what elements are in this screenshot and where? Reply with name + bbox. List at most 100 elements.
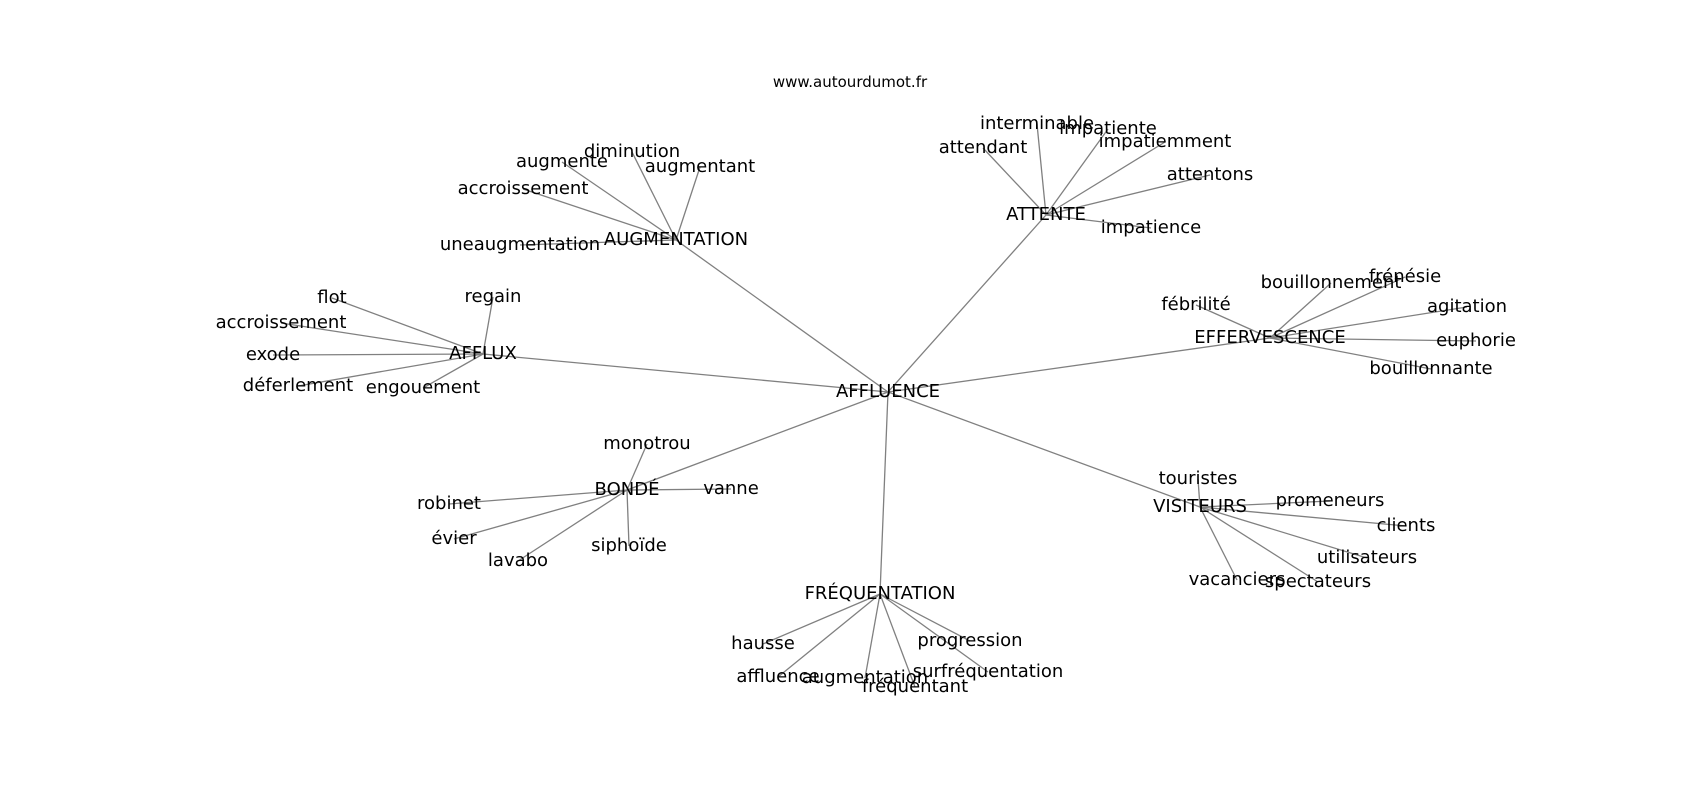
leaf-node: impatience [1101, 217, 1202, 238]
edge-hub-leaf [879, 593, 989, 673]
edge-hub-leaf [1269, 337, 1432, 370]
leaf-node: agitation [1427, 296, 1507, 317]
graph-edges [272, 123, 1477, 688]
edge-hub-leaf [1045, 214, 1152, 229]
leaf-node: progression [917, 630, 1022, 651]
source-url: www.autourdumot.fr [773, 73, 928, 91]
edge-hub-leaf [1269, 276, 1406, 339]
edge-center-hub [675, 239, 889, 393]
edge-hub-leaf [1195, 304, 1271, 339]
leaf-node: hausse [731, 633, 795, 654]
leaf-node: accroissement [216, 312, 347, 333]
edge-hub-leaf [982, 147, 1047, 216]
leaf-node: fébrilité [1161, 294, 1230, 315]
hub-node: EFFERVESCENCE [1194, 327, 1345, 348]
leaf-node: regain [465, 286, 522, 307]
leaf-node: bouillonnante [1369, 358, 1492, 379]
leaf-node: touristes [1159, 468, 1238, 489]
leaf-node: déferlement [243, 375, 353, 396]
edge-hub-leaf [1199, 506, 1319, 583]
leaf-node: évier [431, 528, 477, 549]
edge-hub-leaf [519, 239, 677, 246]
edge-hub-leaf [448, 489, 628, 505]
edge-hub-leaf [331, 297, 484, 355]
leaf-node: lavabo [488, 550, 548, 571]
leaf-node: impatiente [1059, 118, 1157, 139]
leaf-node: accroissement [458, 178, 589, 199]
leaf-node: flot [317, 287, 346, 308]
edge-hub-leaf [879, 593, 971, 642]
leaf-node: diminution [584, 141, 680, 162]
leaf-node: siphoïde [591, 535, 667, 556]
hub-node: FRÉQUENTATION [805, 582, 956, 604]
edge-hub-leaf [1045, 174, 1211, 216]
leaf-node: augmentation [802, 667, 928, 688]
edge-hub-leaf [864, 593, 881, 679]
edge-hub-leaf [1199, 506, 1407, 527]
edge-hub-leaf [626, 443, 648, 491]
leaf-node: monotrou [603, 433, 690, 454]
edge-hub-leaf [626, 489, 630, 547]
edge-hub-leaf [1269, 282, 1332, 339]
leaf-node: impatiemment [1099, 131, 1232, 152]
edge-hub-leaf [626, 488, 732, 491]
leaf-node: vacanciers [1189, 569, 1286, 590]
edge-center-hub [626, 391, 889, 491]
edge-center-hub [879, 391, 889, 595]
leaf-node: surfréquentation [913, 661, 1064, 682]
leaf-node: augmente [516, 151, 608, 172]
leaf-node: exode [246, 344, 300, 365]
edge-hub-leaf [1269, 306, 1468, 339]
edge-hub-leaf [1199, 506, 1238, 581]
center-node: AFFLUENCE [836, 381, 940, 402]
leaf-node: robinet [417, 493, 481, 514]
edge-hub-leaf [1045, 141, 1166, 216]
edge-hub-leaf [1197, 478, 1201, 508]
edge-hub-leaf [1199, 500, 1331, 508]
leaf-node: fréquentant [862, 676, 968, 697]
leaf-node: clients [1377, 515, 1436, 536]
leaf-node: utilisateurs [1317, 547, 1417, 568]
leaf-node: augmentant [645, 156, 755, 177]
edge-hub-leaf [631, 151, 677, 241]
edge-center-hub [887, 337, 1271, 393]
edge-hub-leaf [422, 353, 484, 389]
hub-node: AFFLUX [449, 343, 517, 364]
edge-center-hub [482, 353, 889, 393]
edge-hub-leaf [297, 353, 484, 387]
leaf-node: vanne [703, 478, 759, 499]
edge-hub-leaf [1045, 128, 1109, 216]
hub-node: BONDÉ [595, 478, 660, 500]
hub-node: AUGMENTATION [604, 229, 748, 250]
edge-hub-leaf [517, 489, 628, 562]
edge-hub-leaf [280, 322, 484, 355]
edge-hub-leaf [522, 188, 677, 241]
leaf-node: promeneurs [1276, 490, 1385, 511]
leaf-node: attentons [1167, 164, 1253, 185]
leaf-node: frénésie [1369, 266, 1441, 287]
edge-hub-leaf [762, 593, 881, 645]
edge-center-hub [887, 391, 1201, 508]
leaf-node: bouillonnement [1261, 272, 1402, 293]
edge-hub-leaf [1036, 123, 1047, 216]
leaf-node: engouement [366, 377, 480, 398]
edge-hub-leaf [1269, 337, 1477, 342]
edge-hub-leaf [453, 489, 628, 540]
leaf-node: uneaugmentation [440, 234, 600, 255]
leaf-node: interminable [980, 113, 1094, 134]
edge-center-hub [887, 214, 1047, 393]
leaf-node: affluence [736, 666, 819, 687]
edge-hub-leaf [879, 593, 916, 688]
leaf-node: attendant [939, 137, 1028, 158]
edge-hub-leaf [561, 161, 677, 241]
hub-node: VISITEURS [1153, 496, 1247, 517]
edge-hub-leaf [272, 353, 484, 356]
hub-node: ATTENTE [1006, 204, 1086, 225]
edge-hub-leaf [675, 166, 701, 241]
leaf-node: spectateurs [1265, 571, 1371, 592]
edge-hub-leaf [482, 296, 494, 355]
edge-hub-leaf [777, 593, 881, 678]
leaf-node: euphorie [1436, 330, 1516, 351]
